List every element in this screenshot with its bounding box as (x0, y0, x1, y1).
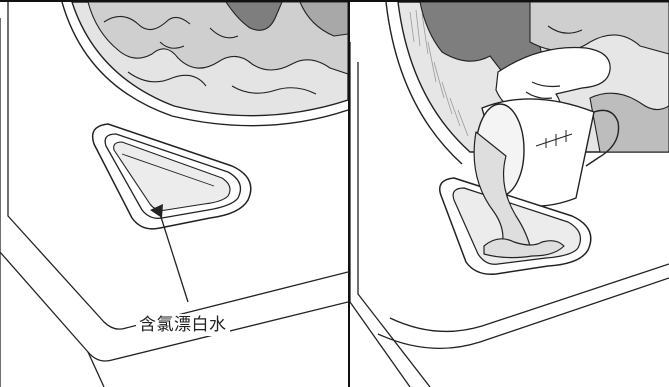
right-panel-drawing (350, 2, 669, 387)
left-panel: 含氯漂白水 (0, 2, 348, 387)
bleach-dispenser (93, 124, 251, 229)
bleach-callout-label: 含氯漂白水 (136, 314, 230, 336)
right-panel (350, 2, 669, 387)
